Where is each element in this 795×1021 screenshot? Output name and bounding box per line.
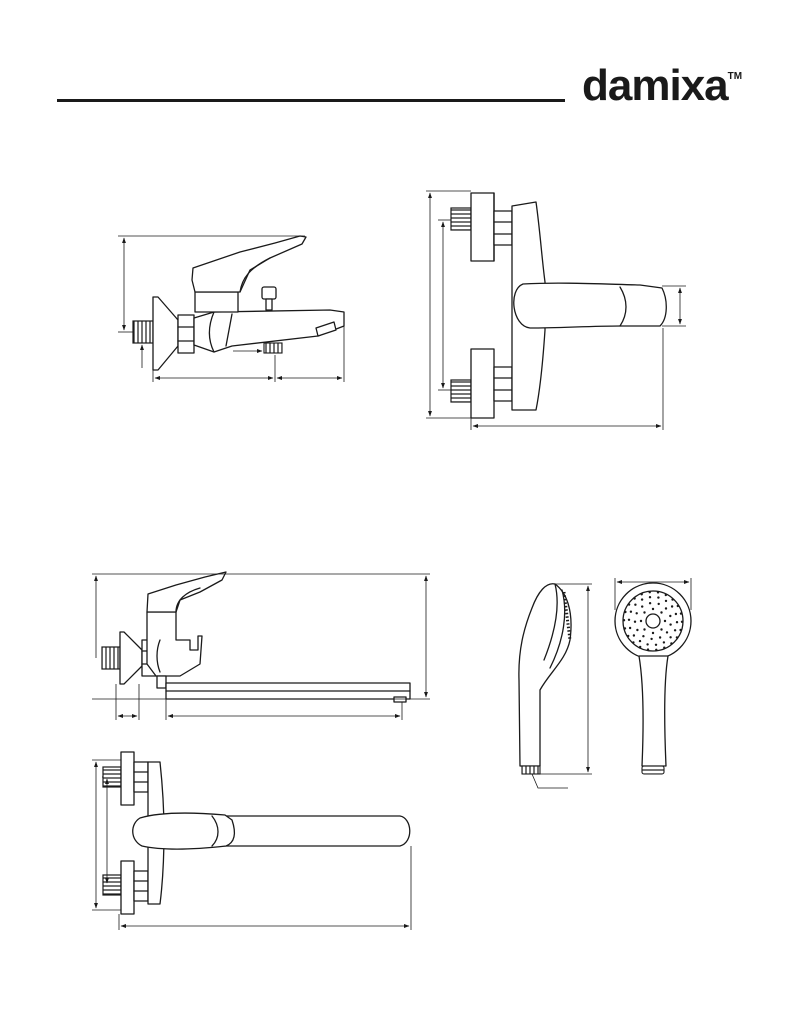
nozzle-dot	[634, 621, 636, 623]
nozzle-dot	[624, 611, 626, 613]
nozzle-dot	[627, 635, 629, 637]
nozzle-dot	[641, 605, 643, 607]
nozzle-dot	[639, 640, 641, 642]
nozzle-dot	[666, 631, 668, 633]
nozzle-dot	[671, 605, 673, 607]
hand-shower-side-view	[519, 584, 592, 788]
nozzle-dot	[639, 646, 641, 648]
nozzle-dot	[649, 596, 651, 598]
nozzle-dot	[630, 611, 632, 613]
nozzle-dot	[670, 642, 672, 644]
nozzle-dot	[643, 611, 645, 613]
nozzle-dot	[623, 619, 625, 621]
nozzle-dot	[629, 627, 631, 629]
nozzle-dot	[660, 611, 662, 613]
nozzle-dot	[681, 621, 683, 623]
nozzle-dot	[641, 598, 643, 600]
nozzle-dot	[655, 649, 657, 651]
hand-shower-front-view	[615, 578, 691, 774]
long-spout-mixer-top-view	[92, 752, 411, 930]
nozzle-dot	[657, 596, 659, 598]
nozzle-dot	[633, 634, 635, 636]
nozzle-dot	[660, 628, 662, 630]
nozzle-dot	[650, 638, 652, 640]
nozzle-dot	[646, 643, 648, 645]
bath-mixer-front-view	[426, 191, 686, 430]
nozzle-dot	[636, 612, 638, 614]
nozzle-dot	[663, 641, 665, 643]
nozzle-dot	[676, 621, 678, 623]
nozzle-dot	[665, 600, 667, 602]
nozzle-dot	[679, 629, 681, 631]
nozzle-dot	[669, 636, 671, 638]
nozzle-dot	[624, 627, 626, 629]
nozzle-dot	[633, 597, 635, 599]
nozzle-dot	[649, 591, 651, 593]
nozzle-dot	[628, 603, 630, 605]
bath-mixer-side-view	[118, 236, 344, 382]
nozzle-dot	[675, 613, 677, 615]
nozzle-dot	[649, 602, 651, 604]
nozzle-dot	[642, 635, 644, 637]
nozzle-dot	[665, 594, 667, 596]
nozzle-dot	[647, 648, 649, 650]
nozzle-dot	[634, 604, 636, 606]
nozzle-dot	[676, 636, 678, 638]
nozzle-dot	[671, 598, 673, 600]
nozzle-dot	[659, 636, 661, 638]
nozzle-dot	[669, 615, 671, 617]
nozzle-dot	[640, 620, 642, 622]
nozzle-dot	[652, 608, 654, 610]
long-spout-mixer-side-view	[92, 572, 430, 720]
nozzle-dot	[674, 629, 676, 631]
nozzle-dot	[677, 605, 679, 607]
nozzle-dot	[680, 612, 682, 614]
nozzle-dot	[665, 607, 667, 609]
nozzle-dot	[632, 641, 634, 643]
nozzle-dot	[628, 619, 630, 621]
nozzle-dot	[636, 629, 638, 631]
nozzle-dot	[663, 647, 665, 649]
nozzle-dot	[641, 593, 643, 595]
nozzle-dot	[643, 628, 645, 630]
nozzle-dot	[664, 620, 666, 622]
nozzle-dot	[658, 603, 660, 605]
nozzle-dot	[657, 591, 659, 593]
nozzle-dot	[669, 623, 671, 625]
nozzle-dot	[652, 632, 654, 634]
nozzle-dot	[655, 644, 657, 646]
